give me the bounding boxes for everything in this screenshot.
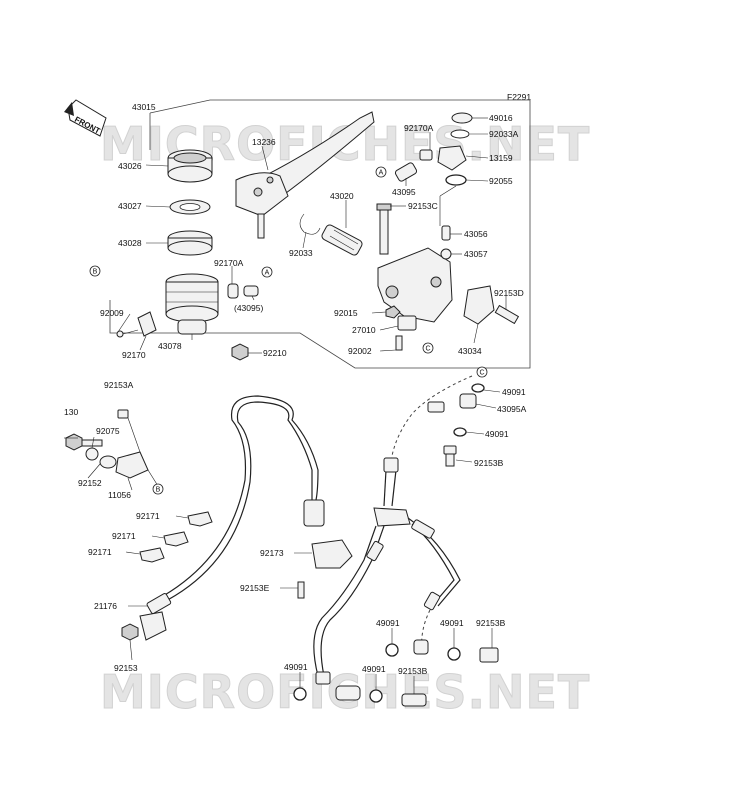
banjo-fitting-top bbox=[394, 112, 473, 186]
label-49016: 49016 bbox=[489, 113, 513, 123]
washers-and-bolts bbox=[293, 383, 499, 703]
part-labels: 43015 43026 43027 43028 13236 43020 9215… bbox=[64, 102, 527, 676]
label-11056: 11056 bbox=[108, 490, 131, 500]
label-43095: 43095 bbox=[392, 187, 416, 197]
label-92009: 92009 bbox=[100, 308, 124, 318]
label-92170a-lower: 92170A bbox=[214, 258, 244, 268]
label-43026: 43026 bbox=[118, 161, 142, 171]
label-92153a: 92153A bbox=[104, 380, 134, 390]
callout-a-1: A bbox=[375, 166, 387, 178]
label-43027: 43027 bbox=[118, 201, 142, 211]
label-43056: 43056 bbox=[464, 229, 488, 239]
label-92153b-b: 92153B bbox=[476, 618, 506, 628]
label-92055: 92055 bbox=[489, 176, 513, 186]
leader-lines-upper bbox=[117, 117, 507, 354]
label-43034: 43034 bbox=[458, 346, 482, 356]
label-43015: 43015 bbox=[132, 102, 156, 112]
label-43028: 43028 bbox=[118, 238, 142, 248]
svg-text:C: C bbox=[425, 346, 430, 353]
label-43095a: 43095A bbox=[497, 404, 527, 414]
label-92171-a: 92171 bbox=[136, 511, 160, 521]
hose-clamps-92171 bbox=[125, 511, 213, 563]
leader-lines-lower bbox=[299, 389, 501, 694]
diagram-code: F2291 bbox=[507, 92, 531, 102]
label-92153: 92153 bbox=[114, 663, 138, 673]
label-92075: 92075 bbox=[96, 426, 120, 436]
label-43020: 43020 bbox=[330, 191, 354, 201]
label-43095-paren: (43095) bbox=[234, 303, 263, 313]
label-21176: 21176 bbox=[94, 601, 117, 611]
brake-hoses bbox=[313, 375, 477, 707]
upper-assembly-frame bbox=[109, 99, 531, 369]
svg-text:A: A bbox=[379, 170, 384, 177]
label-43078: 43078 bbox=[158, 341, 182, 351]
nut-92210 bbox=[231, 343, 249, 361]
pivot-bolt-92153c bbox=[376, 203, 392, 255]
hose-bracket-92173 bbox=[280, 539, 353, 599]
label-92152: 92152 bbox=[78, 478, 102, 488]
label-92153e: 92153E bbox=[240, 583, 270, 593]
callout-c-1: C bbox=[422, 342, 434, 354]
label-92170a-upper: 92170A bbox=[404, 123, 434, 133]
label-92171-c: 92171 bbox=[88, 547, 112, 557]
label-92153c: 92153C bbox=[408, 201, 438, 211]
label-49091-c: 49091 bbox=[376, 618, 400, 628]
label-92210: 92210 bbox=[263, 348, 287, 358]
reservoir-cap bbox=[167, 149, 213, 183]
svg-text:B: B bbox=[156, 487, 161, 494]
label-92153b-a: 92153B bbox=[474, 458, 504, 468]
label-92002: 92002 bbox=[348, 346, 372, 356]
label-92171-b: 92171 bbox=[112, 531, 136, 541]
label-49091-b: 49091 bbox=[485, 429, 509, 439]
brake-switch-bracket bbox=[64, 409, 159, 491]
callout-a-2: A bbox=[261, 266, 273, 278]
svg-text:C: C bbox=[479, 370, 484, 377]
hose-clamp bbox=[227, 283, 259, 299]
label-92015: 92015 bbox=[334, 308, 358, 318]
callout-b-2: B bbox=[152, 483, 164, 495]
label-92033a: 92033A bbox=[489, 129, 519, 139]
label-13159: 13159 bbox=[489, 153, 513, 163]
front-arrow-icon: FRONT bbox=[64, 99, 107, 137]
callout-c-2: C bbox=[476, 366, 488, 378]
label-27010: 27010 bbox=[352, 325, 376, 335]
callout-b-1: B bbox=[89, 265, 101, 277]
label-13236: 13236 bbox=[252, 137, 276, 147]
label-43057: 43057 bbox=[464, 249, 488, 259]
label-49091-f: 49091 bbox=[362, 664, 386, 674]
label-92033: 92033 bbox=[289, 248, 313, 258]
label-49091-d: 49091 bbox=[440, 618, 464, 628]
reservoir-body bbox=[165, 273, 219, 335]
master-cylinder-body bbox=[377, 247, 520, 351]
svg-text:B: B bbox=[93, 269, 98, 276]
label-92170: 92170 bbox=[122, 350, 146, 360]
bleeder-parts bbox=[440, 225, 452, 260]
label-92153b-c: 92153B bbox=[398, 666, 428, 676]
reservoir-plate bbox=[169, 199, 211, 215]
brake-lever bbox=[235, 111, 375, 239]
watermark-bottom: MICROFICHES.NET bbox=[100, 665, 590, 719]
svg-text:A: A bbox=[265, 270, 270, 277]
label-92153d: 92153D bbox=[494, 288, 524, 298]
switch-cable bbox=[121, 395, 325, 661]
label-49091-e: 49091 bbox=[284, 662, 308, 672]
reservoir-diaphragm bbox=[167, 230, 213, 256]
piston-assembly bbox=[299, 213, 363, 256]
reservoir-bracket bbox=[116, 311, 157, 338]
label-92173: 92173 bbox=[260, 548, 284, 558]
label-130: 130 bbox=[64, 407, 78, 417]
label-49091-a: 49091 bbox=[502, 387, 526, 397]
